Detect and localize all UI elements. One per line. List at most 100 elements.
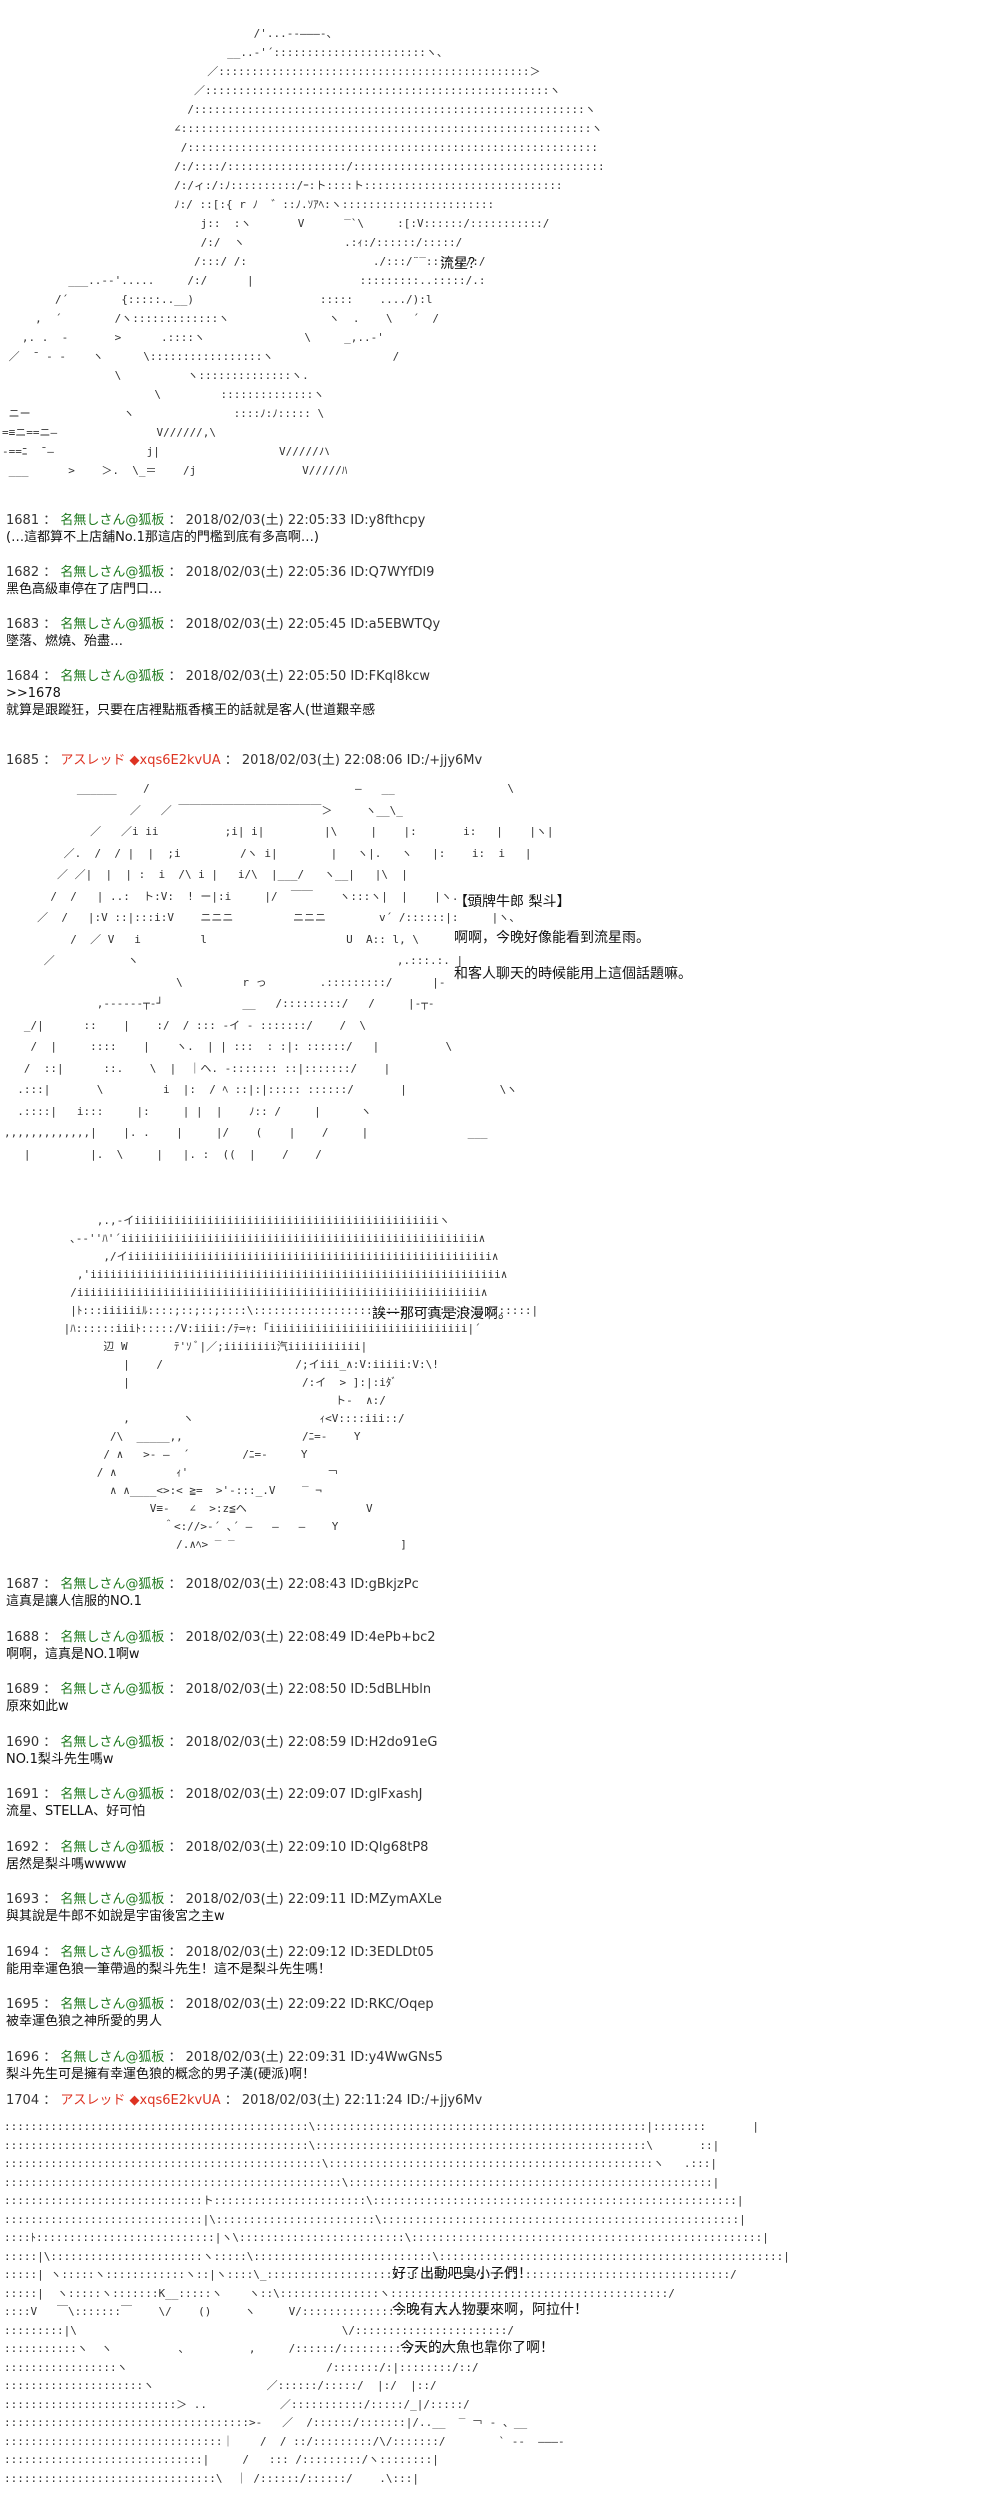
post-1696: 1696 ： 名無しさん@狐板 ： 2018/02/03(土) 22:09:31… xyxy=(6,2049,986,2083)
post-header: 1704 ： アスレッド ◆xqs6E2kvUA ： 2018/02/03(土)… xyxy=(6,2093,483,2108)
speech-line-big-shot: 今晚有大人物要來啊，阿拉什！ xyxy=(392,2302,588,2318)
post-id[interactable]: ID:Qlg68tP8 xyxy=(350,1839,429,1855)
post-number: 1683 xyxy=(6,617,40,632)
post-number: 1694 xyxy=(6,1944,40,1960)
post-date: 2018/02/03(土) 22:09:10 xyxy=(185,1839,347,1855)
post-number: 1689 xyxy=(6,1682,40,1697)
post-header: 1691 ： 名無しさん@狐板 ： 2018/02/03(土) 22:09:07… xyxy=(6,1787,423,1802)
post-body: 啊啊，這真是NO.1啊w xyxy=(6,1646,140,1662)
post-number: 1682 xyxy=(6,565,40,580)
post-header: 1690 ： 名無しさん@狐板 ： 2018/02/03(土) 22:08:59… xyxy=(6,1734,438,1750)
post-number: 1693 xyxy=(6,1892,40,1907)
post-1692: 1692 ： 名無しさん@狐板 ： 2018/02/03(土) 22:09:10… xyxy=(6,1839,986,1873)
post-body: 與其說是牛郎不如說是宇宙後宮之主w xyxy=(6,1909,225,1924)
post-id[interactable]: ID:MZymAXLe xyxy=(350,1892,442,1907)
post-date: 2018/02/03(土) 22:09:31 xyxy=(185,2049,347,2065)
post-date: 2018/02/03(土) 22:05:50 xyxy=(185,669,347,684)
poster-name[interactable]: 名無しさん@狐板 xyxy=(60,1787,165,1802)
poster-name[interactable]: 名無しさん@狐板 xyxy=(60,617,165,632)
post-header: 1695 ： 名無しさん@狐板 ： 2018/02/03(土) 22:09:22… xyxy=(6,1997,434,2012)
post-body: 原來如此w xyxy=(6,1699,69,1714)
post-date: 2018/02/03(土) 22:09:12 xyxy=(185,1944,347,1960)
post-id[interactable]: ID:y8fthcpy xyxy=(350,513,426,528)
post-body: >>1678 就算是跟蹤狂，只要在店裡點瓶香檳王的話就是客人(世道艱辛感 xyxy=(6,686,376,718)
post-id[interactable]: ID:gBkjzPc xyxy=(350,1577,419,1592)
post-body: 黑色高級車停在了店門口… xyxy=(6,582,163,597)
post-1684: 1684 ： 名無しさん@狐板 ： 2018/02/03(土) 22:05:50… xyxy=(6,668,986,719)
post-body: 被幸運色狼之神所愛的男人 xyxy=(6,2014,163,2029)
post-1694: 1694 ： 名無しさん@狐板 ： 2018/02/03(土) 22:09:12… xyxy=(6,1944,986,1978)
post-number: 1692 xyxy=(6,1839,40,1855)
post-body: 墜落、燃燒、殆盡… xyxy=(6,634,124,649)
post-body: 這真是讓人信服的NO.1 xyxy=(6,1594,142,1609)
post-1687: 1687 ： 名無しさん@狐板 ： 2018/02/03(土) 22:08:43… xyxy=(6,1576,986,1610)
post-date: 2018/02/03(土) 22:08:50 xyxy=(185,1682,347,1697)
post-body: 流星、STELLA、好可怕 xyxy=(6,1804,146,1819)
post-1685: 1685 ： アスレッド ◆xqs6E2kvUA ： 2018/02/03(土)… xyxy=(6,752,986,769)
poster-trip: ◆xqs6E2kvUA xyxy=(129,2093,221,2108)
post-body: (…這都算不上店舖No.1那這店的門檻到底有多高啊…) xyxy=(6,530,319,545)
poster-name[interactable]: アスレッド xyxy=(60,753,126,768)
post-date: 2018/02/03(土) 22:08:06 xyxy=(241,753,403,768)
post-number: 1685 xyxy=(6,753,40,768)
poster-name[interactable]: 名無しさん@狐板 xyxy=(60,1892,165,1907)
post-id[interactable]: ID:5dBLHbln xyxy=(350,1682,432,1697)
poster-name[interactable]: 名無しさん@狐板 xyxy=(60,1682,165,1697)
post-number: 1681 xyxy=(6,513,40,528)
post-id[interactable]: ID:y4WwGNs5 xyxy=(350,2049,443,2065)
post-id[interactable]: ID:/+jjy6Mv xyxy=(406,753,483,768)
post-id[interactable]: ID:Q7WYfDl9 xyxy=(350,565,435,580)
post-header: 1685 ： アスレッド ◆xqs6E2kvUA ： 2018/02/03(土)… xyxy=(6,753,483,768)
post-id[interactable]: ID:/+jjy6Mv xyxy=(406,2093,483,2108)
post-1683: 1683 ： 名無しさん@狐板 ： 2018/02/03(土) 22:05:45… xyxy=(6,616,986,650)
post-id[interactable]: ID:glFxashJ xyxy=(350,1787,423,1802)
post-date: 2018/02/03(土) 22:11:24 xyxy=(241,2093,403,2108)
post-header: 1692 ： 名無しさん@狐板 ： 2018/02/03(土) 22:09:10… xyxy=(6,1839,429,1855)
poster-name[interactable]: 名無しさん@狐板 xyxy=(60,1997,165,2012)
poster-name[interactable]: 名無しさん@狐板 xyxy=(60,513,165,528)
post-1693: 1693 ： 名無しさん@狐板 ： 2018/02/03(土) 22:09:11… xyxy=(6,1891,986,1925)
poster-trip: ◆xqs6E2kvUA xyxy=(129,753,221,768)
ascii-art-4: ::::::::::::::::::::::::::::::::::::::::… xyxy=(4,2120,790,2485)
post-date: 2018/02/03(土) 22:05:36 xyxy=(185,565,347,580)
post-id[interactable]: ID:3EDLDt05 xyxy=(350,1944,434,1960)
post-number: 1691 xyxy=(6,1787,40,1802)
poster-name[interactable]: 名無しさん@狐板 xyxy=(60,1734,165,1750)
speech-line-meteor-shower: 啊啊，今晚好像能看到流星雨。 xyxy=(454,930,650,946)
ascii-art-2: ______ / ― __ \ ／ ／ ￣￣￣￣￣￣￣￣￣￣￣￣￣＞ ヽ__\_… xyxy=(4,782,554,1161)
post-id[interactable]: ID:4ePb+bc2 xyxy=(350,1629,436,1645)
post-number: 1687 xyxy=(6,1577,40,1592)
poster-name[interactable]: 名無しさん@狐板 xyxy=(60,565,165,580)
speech-line-go-out: 好了出動吧臭小子們！ xyxy=(392,2266,532,2282)
poster-name[interactable]: 名無しさん@狐板 xyxy=(60,1839,165,1855)
post-date: 2018/02/03(土) 22:09:07 xyxy=(185,1787,347,1802)
post-1691: 1691 ： 名無しさん@狐板 ： 2018/02/03(土) 22:09:07… xyxy=(6,1786,986,1820)
post-number: 1695 xyxy=(6,1997,40,2012)
poster-name[interactable]: アスレッド xyxy=(60,2093,126,2108)
post-number: 1704 xyxy=(6,2093,40,2108)
poster-name[interactable]: 名無しさん@狐板 xyxy=(60,669,165,684)
post-header: 1693 ： 名無しさん@狐板 ： 2018/02/03(土) 22:09:11… xyxy=(6,1892,442,1907)
poster-name[interactable]: 名無しさん@狐板 xyxy=(60,2049,165,2065)
post-1689: 1689 ： 名無しさん@狐板 ： 2018/02/03(土) 22:08:50… xyxy=(6,1681,986,1715)
post-id[interactable]: ID:FKql8kcw xyxy=(350,669,431,684)
poster-name[interactable]: 名無しさん@狐板 xyxy=(60,1944,165,1960)
speech-line-title: 【頭牌牛郎 梨斗】 xyxy=(454,894,571,910)
post-id[interactable]: ID:a5EBWTQy xyxy=(350,617,441,632)
post-id[interactable]: ID:RKC/Oqep xyxy=(350,1997,434,2012)
post-1688: 1688 ： 名無しさん@狐板 ： 2018/02/03(土) 22:08:49… xyxy=(6,1629,986,1663)
post-body: 能用幸運色狼一筆帶過的梨斗先生！這不是梨斗先生嗎！ xyxy=(6,1961,332,1977)
post-header: 1687 ： 名無しさん@狐板 ： 2018/02/03(土) 22:08:43… xyxy=(6,1577,419,1592)
post-1682: 1682 ： 名無しさん@狐板 ： 2018/02/03(土) 22:05:36… xyxy=(6,564,986,598)
speech-line-topic: 和客人聊天的時候能用上這個話題嘛。 xyxy=(454,966,692,982)
post-header: 1696 ： 名無しさん@狐板 ： 2018/02/03(土) 22:09:31… xyxy=(6,2049,443,2065)
post-date: 2018/02/03(土) 22:08:43 xyxy=(185,1577,347,1592)
post-number: 1688 xyxy=(6,1629,40,1645)
post-header: 1688 ： 名無しさん@狐板 ： 2018/02/03(土) 22:08:49… xyxy=(6,1629,436,1645)
speech-line-romantic: 誒一那可真是浪漫啊。 xyxy=(372,1306,512,1322)
post-header: 1689 ： 名無しさん@狐板 ： 2018/02/03(土) 22:08:50… xyxy=(6,1682,432,1697)
speech-line-big-fish: 今天的大魚也靠你了啊！ xyxy=(400,2340,554,2356)
poster-name[interactable]: 名無しさん@狐板 xyxy=(60,1629,165,1645)
poster-name[interactable]: 名無しさん@狐板 xyxy=(60,1577,165,1592)
post-id[interactable]: ID:H2do91eG xyxy=(350,1734,438,1750)
